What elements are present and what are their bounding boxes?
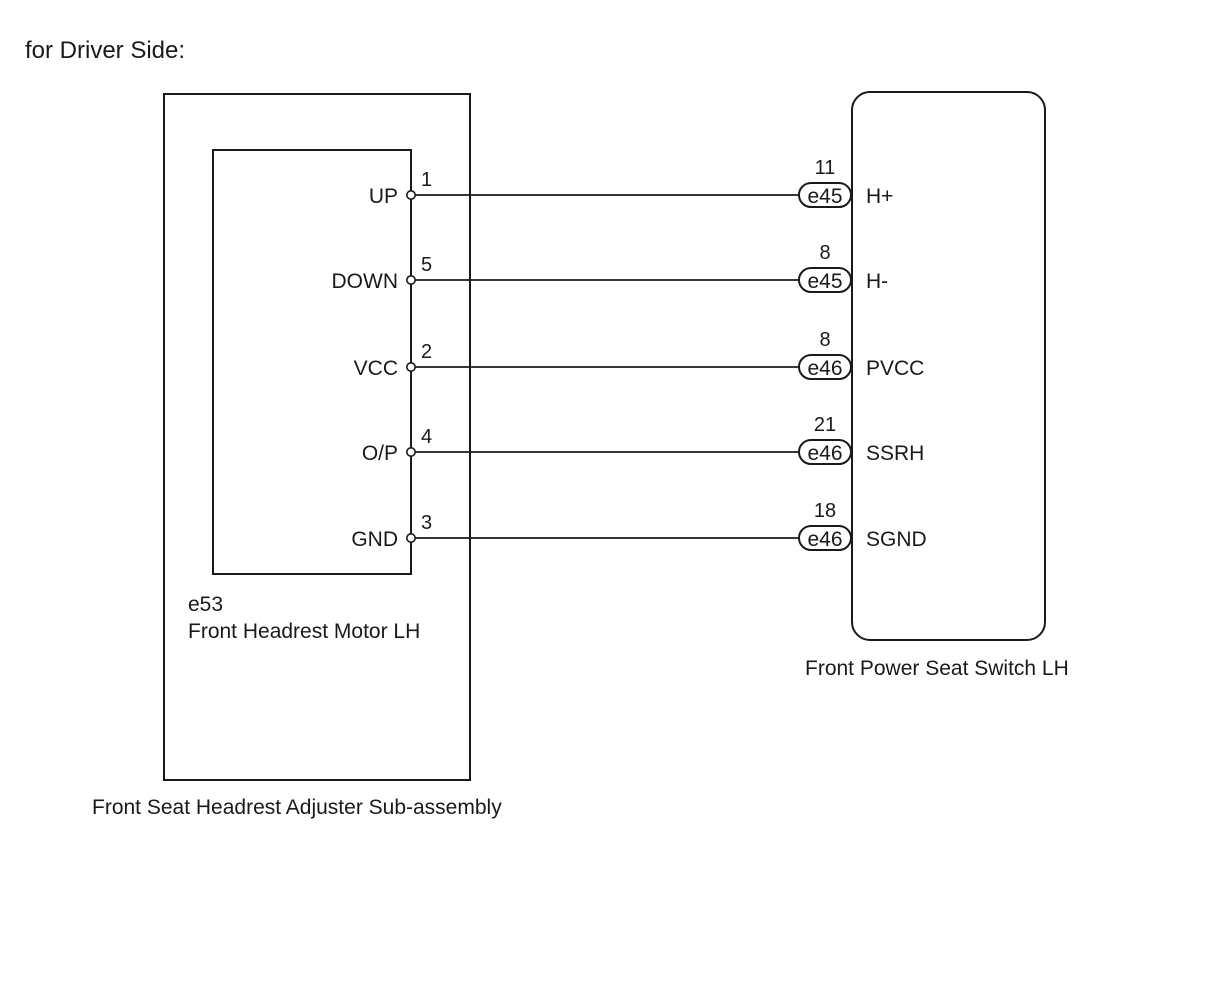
right-pin-number: 18 [814, 500, 836, 522]
connector-id-label: e45 [807, 185, 842, 208]
terminal-pin-icon [405, 446, 416, 457]
right-pin-number: 8 [819, 329, 830, 351]
right-signal-label: SSRH [866, 442, 924, 465]
terminal-pin-icon [405, 361, 416, 372]
right-signal-label: H- [866, 270, 888, 293]
power-seat-switch-label: Front Power Seat Switch LH [805, 657, 1069, 680]
right-signal-label: PVCC [866, 357, 924, 380]
left-signal-label: UP [369, 185, 398, 208]
adjuster-assembly-label: Front Seat Headrest Adjuster Sub-assembl… [92, 796, 502, 819]
left-signal-label: VCC [354, 357, 398, 380]
connector-badge [798, 182, 852, 208]
headrest-adjuster-box [163, 93, 471, 781]
right-signal-label: H+ [866, 185, 893, 208]
right-signal-label: SGND [866, 528, 927, 551]
terminal-pin-icon [405, 274, 416, 285]
connector-badge [798, 525, 852, 551]
right-pin-number: 21 [814, 414, 836, 436]
connector-badge [798, 267, 852, 293]
right-pin-number: 11 [815, 157, 836, 179]
terminal-pin-icon [405, 190, 416, 201]
headrest-motor-box [212, 149, 412, 575]
left-pin-number: 5 [421, 254, 432, 276]
left-pin-number: 4 [421, 426, 432, 448]
diagram-title: for Driver Side: [25, 37, 185, 64]
wire-row: O/P 4 21 e46 SSRH [362, 414, 924, 465]
connector-badge [798, 439, 852, 465]
left-pin-number: 3 [421, 512, 432, 534]
wire-row: DOWN 5 8 e45 H- [332, 242, 888, 293]
left-signal-label: GND [351, 528, 398, 551]
motor-name-label: Front Headrest Motor LH [188, 620, 420, 643]
connector-id-label: e46 [807, 357, 842, 380]
left-signal-label: O/P [362, 442, 398, 465]
right-pin-number: 8 [819, 242, 830, 264]
motor-connector-label: e53 [188, 593, 223, 616]
left-signal-label: DOWN [332, 270, 399, 293]
power-seat-switch-box [851, 91, 1046, 641]
connector-id-label: e46 [807, 442, 842, 465]
connector-id-label: e45 [807, 270, 842, 293]
connector-id-label: e46 [807, 528, 842, 551]
left-pin-number: 1 [421, 169, 432, 191]
terminal-pin-icon [405, 532, 416, 543]
left-pin-number: 2 [421, 341, 432, 363]
wire-row: VCC 2 8 e46 PVCC [354, 329, 924, 380]
connector-badge [798, 354, 852, 380]
wire-row: GND 3 18 e46 SGND [351, 500, 927, 551]
